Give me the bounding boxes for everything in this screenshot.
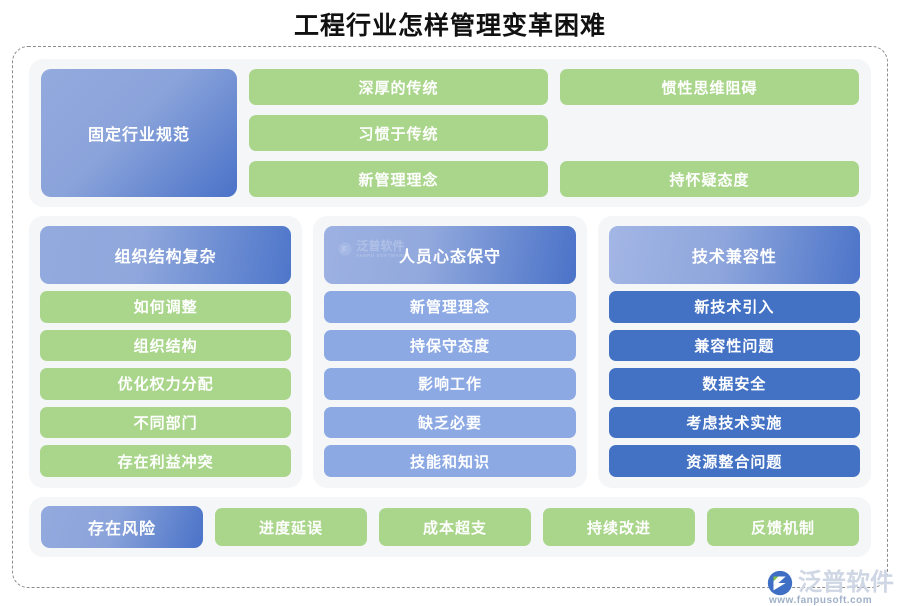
columns-row: 组织结构复杂 如何调整 组织结构 优化权力分配 不同部门 存在利益冲突 泛普软件… <box>29 216 871 488</box>
diagram-frame: 固定行业规范 深厚的传统 惯性思维阻碍 习惯于传统 新管理理念 持怀疑态度 组织… <box>12 46 888 588</box>
column-header-tech-compatibility[interactable]: 技术兼容性 <box>608 226 860 284</box>
page-title: 工程行业怎样管理变革困难 <box>293 12 606 40</box>
list-item[interactable]: 考虑技术实施 <box>608 406 860 439</box>
chip-continuous-improvement[interactable]: 持续改进 <box>543 508 695 546</box>
column-org-structure: 组织结构复杂 如何调整 组织结构 优化权力分配 不同部门 存在利益冲突 <box>29 216 303 488</box>
list-item[interactable]: 兼容性问题 <box>608 329 860 362</box>
chip-used-to-tradition[interactable]: 习惯于传统 <box>249 115 548 151</box>
list-item[interactable]: 缺乏必要 <box>324 406 576 439</box>
list-item[interactable]: 持保守态度 <box>324 329 576 362</box>
list-item[interactable]: 数据安全 <box>608 368 860 400</box>
chip-feedback-mechanism[interactable]: 反馈机制 <box>707 508 859 546</box>
fanpu-site-url: www.fanpusoft.com <box>769 595 873 606</box>
chip-inertia-thinking-barrier[interactable]: 惯性思维阻碍 <box>560 69 859 105</box>
hero-block-fixed-industry-norms[interactable]: 固定行业规范 <box>41 69 237 197</box>
top-section-panel: 固定行业规范 深厚的传统 惯性思维阻碍 习惯于传统 新管理理念 持怀疑态度 <box>29 59 871 207</box>
list-item[interactable]: 组织结构 <box>40 329 292 362</box>
bottom-section-panel: 存在风险 进度延误 成本超支 持续改进 反馈机制 <box>29 497 871 557</box>
list-item[interactable]: 影响工作 <box>324 368 576 400</box>
chip-skeptical-attitude[interactable]: 持怀疑态度 <box>560 161 859 197</box>
column-header-org-structure[interactable]: 组织结构复杂 <box>40 226 292 284</box>
chip-new-management-concept[interactable]: 新管理理念 <box>249 161 548 197</box>
list-item[interactable]: 新管理理念 <box>324 291 576 323</box>
list-item[interactable]: 如何调整 <box>40 291 292 323</box>
top-chip-grid: 深厚的传统 惯性思维阻碍 习惯于传统 新管理理念 持怀疑态度 <box>249 69 859 197</box>
column-tech-compatibility: 技术兼容性 新技术引入 兼容性问题 数据安全 考虑技术实施 资源整合问题 <box>597 216 871 488</box>
risk-block-existing-risk[interactable]: 存在风险 <box>41 506 203 548</box>
list-item[interactable]: 新技术引入 <box>608 291 860 323</box>
chip-deep-tradition[interactable]: 深厚的传统 <box>249 69 548 105</box>
chip-cost-overrun[interactable]: 成本超支 <box>379 508 531 546</box>
list-item[interactable]: 存在利益冲突 <box>40 445 292 477</box>
list-item[interactable]: 优化权力分配 <box>40 368 292 400</box>
list-item[interactable]: 不同部门 <box>40 406 292 439</box>
fanpu-watermark-faint: 泛普软件 FANPU SOFTWARE <box>338 240 406 259</box>
list-item[interactable]: 技能和知识 <box>324 445 576 477</box>
chip-schedule-delay[interactable]: 进度延误 <box>215 508 367 546</box>
column-header-label: 人员心态保守 <box>398 249 501 266</box>
column-personnel-mindset: 泛普软件 FANPU SOFTWARE 人员心态保守 新管理理念 持保守态度 影… <box>313 216 587 488</box>
fanpu-logo-icon <box>338 242 352 256</box>
top-chip-subgrid: 新管理理念 持怀疑态度 <box>249 161 859 197</box>
column-header-personnel-mindset[interactable]: 泛普软件 FANPU SOFTWARE 人员心态保守 <box>324 226 576 284</box>
list-item[interactable]: 资源整合问题 <box>608 445 860 477</box>
